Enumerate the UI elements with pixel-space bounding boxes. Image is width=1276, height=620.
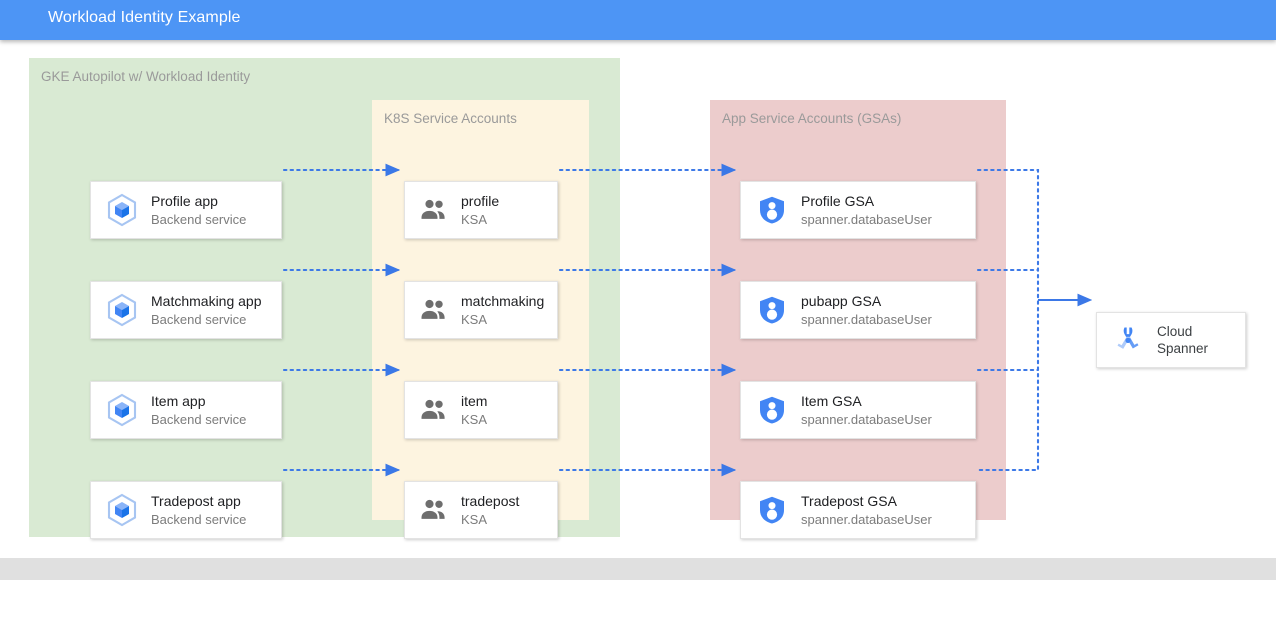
card-subtitle: Backend service	[151, 511, 247, 527]
card-text: Item GSA spanner.databaseUser	[789, 392, 975, 429]
people-group-icon	[417, 193, 451, 227]
card-text: Tradepost app Backend service	[143, 492, 281, 529]
people-group-icon	[417, 293, 451, 327]
card-title: Item GSA	[801, 392, 862, 409]
footer-bar	[0, 558, 1276, 580]
gke-cube-icon	[101, 389, 143, 431]
card-title: item	[461, 392, 488, 409]
card-subtitle: KSA	[461, 311, 488, 327]
people-group-icon	[417, 493, 451, 527]
cloud-spanner-icon	[1109, 321, 1147, 359]
card-text: Profile app Backend service	[143, 192, 281, 229]
card-text: Item app Backend service	[143, 392, 281, 429]
card-title: Tradepost app	[151, 492, 241, 509]
card-gsa-profile[interactable]: Profile GSA spanner.databaseUser	[740, 181, 976, 239]
card-title: tradepost	[461, 492, 520, 509]
card-text: item KSA	[451, 392, 557, 429]
card-subtitle: spanner.databaseUser	[801, 311, 932, 327]
card-title: Matchmaking app	[151, 292, 262, 309]
shield-person-icon	[755, 393, 789, 427]
people-group-icon	[417, 393, 451, 427]
shield-person-icon	[755, 193, 789, 227]
card-app-item[interactable]: Item app Backend service	[90, 381, 282, 439]
card-subtitle: KSA	[461, 511, 488, 527]
card-title: Profile app	[151, 192, 218, 209]
shield-person-icon	[755, 293, 789, 327]
card-subtitle: Backend service	[151, 411, 247, 427]
card-ksa-tradepost[interactable]: tradepost KSA	[404, 481, 558, 539]
card-title: pubapp GSA	[801, 292, 882, 309]
card-subtitle: Backend service	[151, 311, 247, 327]
card-title: Item app	[151, 392, 206, 409]
card-text: Matchmaking app Backend service	[143, 292, 281, 329]
card-subtitle: spanner.databaseUser	[801, 211, 932, 227]
card-title: matchmaking	[461, 292, 545, 309]
card-ksa-matchmaking[interactable]: matchmaking KSA	[404, 281, 558, 339]
card-ksa-profile[interactable]: profile KSA	[404, 181, 558, 239]
card-title: Tradepost GSA	[801, 492, 897, 509]
card-subtitle: spanner.databaseUser	[801, 411, 932, 427]
card-title: Profile GSA	[801, 192, 875, 209]
card-subtitle: Backend service	[151, 211, 247, 227]
group-ksa-label: K8S Service Accounts	[384, 111, 517, 126]
card-text: Tradepost GSA spanner.databaseUser	[789, 492, 975, 529]
card-gsa-item[interactable]: Item GSA spanner.databaseUser	[740, 381, 976, 439]
group-gke-label: GKE Autopilot w/ Workload Identity	[41, 69, 251, 84]
card-gsa-tradepost[interactable]: Tradepost GSA spanner.databaseUser	[740, 481, 976, 539]
card-subtitle: spanner.databaseUser	[801, 511, 932, 527]
card-title: Cloud	[1157, 324, 1193, 339]
card-gsa-pubapp[interactable]: pubapp GSA spanner.databaseUser	[740, 281, 976, 339]
window-title-bar: Workload Identity Example	[0, 0, 1276, 40]
card-text: profile KSA	[451, 192, 557, 229]
card-title-second-line: Spanner	[1157, 341, 1209, 356]
card-text: Cloud Spanner	[1147, 323, 1245, 357]
gke-cube-icon	[101, 289, 143, 331]
gke-cube-icon	[101, 489, 143, 531]
card-app-tradepost[interactable]: Tradepost app Backend service	[90, 481, 282, 539]
card-subtitle: KSA	[461, 211, 488, 227]
shield-person-icon	[755, 493, 789, 527]
card-text: matchmaking KSA	[451, 292, 557, 329]
card-app-profile[interactable]: Profile app Backend service	[90, 181, 282, 239]
card-subtitle: KSA	[461, 411, 488, 427]
card-cloud-spanner[interactable]: Cloud Spanner	[1096, 312, 1246, 368]
card-text: tradepost KSA	[451, 492, 557, 529]
card-ksa-item[interactable]: item KSA	[404, 381, 558, 439]
card-app-matchmaking[interactable]: Matchmaking app Backend service	[90, 281, 282, 339]
card-text: Profile GSA spanner.databaseUser	[789, 192, 975, 229]
page-title: Workload Identity Example	[48, 9, 241, 26]
group-gsa-label: App Service Accounts (GSAs)	[722, 111, 902, 126]
card-text: pubapp GSA spanner.databaseUser	[789, 292, 975, 329]
diagram-canvas: GKE Autopilot w/ Workload Identity K8S S…	[0, 40, 1276, 558]
card-title: profile	[461, 192, 500, 209]
gke-cube-icon	[101, 189, 143, 231]
